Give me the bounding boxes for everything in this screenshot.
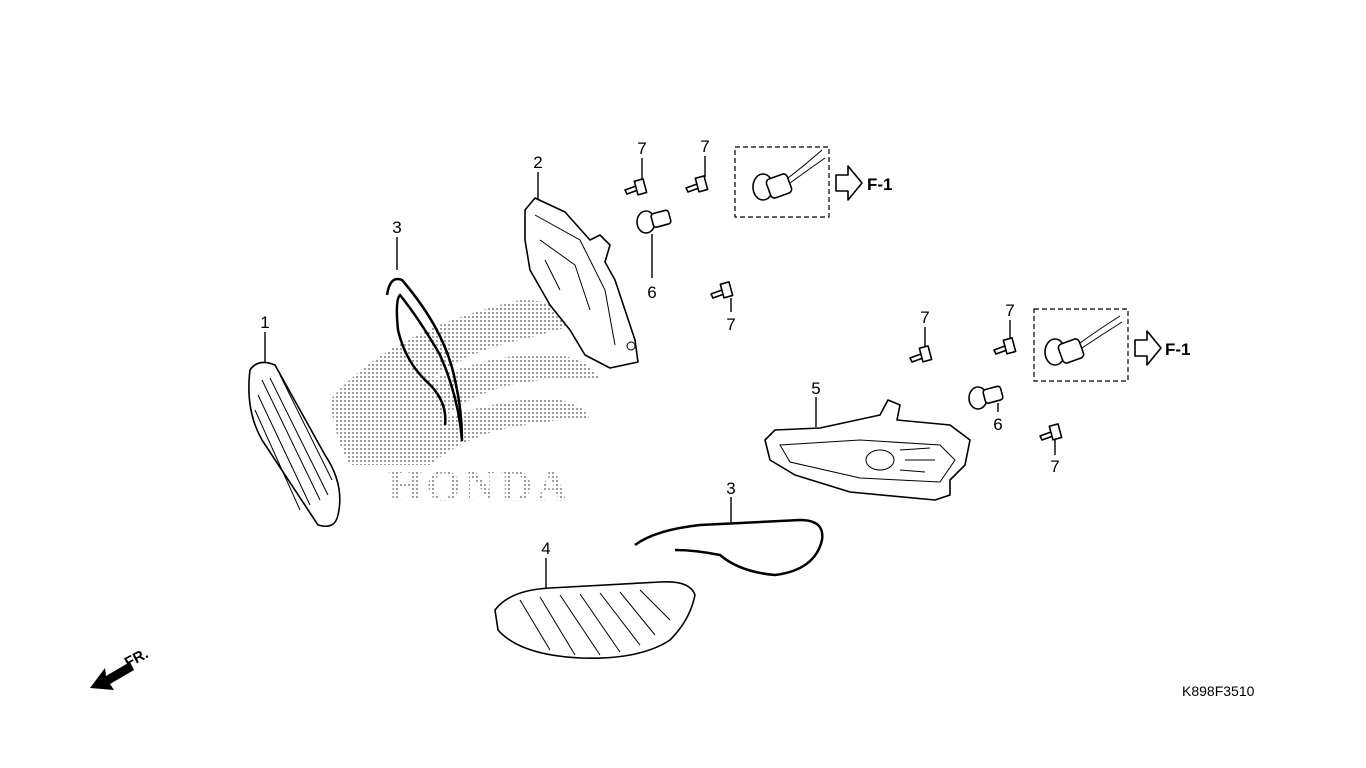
reference-label-f1-b[interactable]: F-1 <box>1165 340 1191 359</box>
part-5-housing[interactable] <box>764 399 971 501</box>
socket-reference-1[interactable] <box>734 146 830 218</box>
diagram-code: K898F3510 <box>1182 683 1255 699</box>
part-4-lens[interactable] <box>494 580 696 659</box>
honda-wing-watermark: HONDA <box>330 300 600 510</box>
reference-arrow-1 <box>835 165 863 201</box>
part-3-seal[interactable] <box>385 277 464 442</box>
callout-7f: 7 <box>1050 457 1059 476</box>
part-3-seal-lower[interactable] <box>634 518 824 577</box>
part-2-housing[interactable] <box>524 197 639 369</box>
socket-reference-2[interactable] <box>1033 308 1129 382</box>
callout-3b: 3 <box>726 479 735 498</box>
callout-7b: 7 <box>700 137 709 156</box>
screw-7c[interactable] <box>710 281 734 299</box>
screw-7b[interactable] <box>685 175 709 193</box>
callout-7c: 7 <box>726 315 735 334</box>
callout-4: 4 <box>541 539 550 558</box>
reference-arrow-2 <box>1134 330 1162 366</box>
callout-5: 5 <box>811 379 820 398</box>
callout-7d: 7 <box>920 308 929 327</box>
honda-watermark-text: HONDA <box>388 461 572 510</box>
front-direction-arrow: FR. <box>90 645 151 690</box>
part-1-lens[interactable] <box>248 361 341 528</box>
callout-7e: 7 <box>1005 301 1014 320</box>
callout-6b: 6 <box>993 415 1002 434</box>
bulb-6a[interactable] <box>636 209 672 234</box>
screw-7d[interactable] <box>909 345 933 363</box>
callout-7a: 7 <box>637 139 646 158</box>
screw-7a[interactable] <box>624 178 648 196</box>
callout-1: 1 <box>260 313 269 332</box>
bulb-6b[interactable] <box>968 385 1004 410</box>
screw-7f[interactable] <box>1039 423 1063 441</box>
screw-7e[interactable] <box>993 337 1017 355</box>
reference-label-f1-a[interactable]: F-1 <box>867 175 893 194</box>
callout-6a: 6 <box>647 283 656 302</box>
callout-2: 2 <box>533 153 542 172</box>
callout-3a: 3 <box>392 218 401 237</box>
